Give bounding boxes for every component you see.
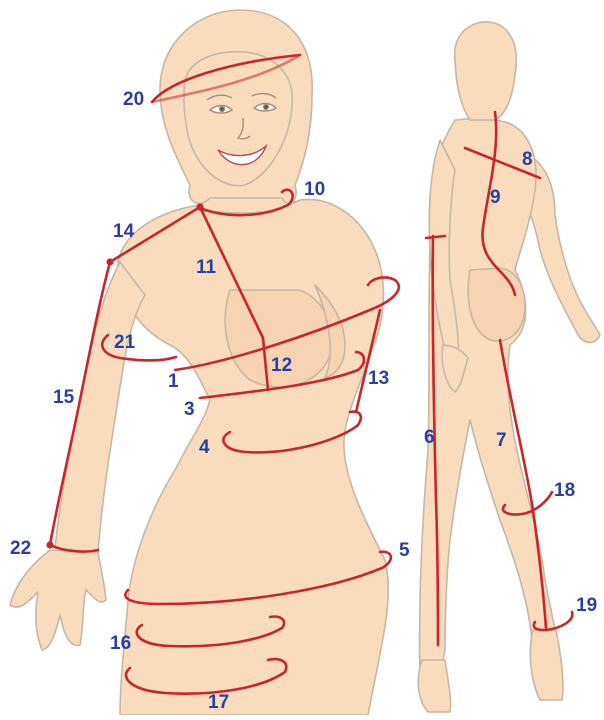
dot-shoulder [106,258,113,265]
label-10: 10 [304,180,325,199]
front-figure [10,10,388,715]
label-15: 15 [53,388,74,407]
label-9: 9 [490,188,501,207]
label-16: 16 [110,634,131,653]
label-13: 13 [368,369,389,388]
label-21: 21 [114,333,135,352]
back-head [455,22,517,120]
back-figure [418,22,600,712]
back-foot-right [530,630,563,700]
label-19: 19 [576,596,597,615]
label-3: 3 [184,400,195,419]
label-5: 5 [399,541,410,560]
dot-shoulder-neck [196,203,203,210]
label-1: 1 [168,372,179,391]
back-foot-left [418,660,450,712]
label-22: 22 [10,539,31,558]
label-6: 6 [424,428,435,447]
label-12: 12 [271,356,292,375]
dot-wrist [46,541,53,548]
label-8: 8 [522,150,533,169]
label-14: 14 [113,222,134,241]
pupil-left [220,107,225,112]
pupil-right [264,105,269,110]
label-4: 4 [199,438,210,457]
label-11: 11 [196,258,216,277]
label-7: 7 [496,431,507,450]
label-20: 20 [123,90,144,109]
front-hand [10,550,106,650]
label-18: 18 [554,481,575,500]
label-17: 17 [208,693,229,712]
